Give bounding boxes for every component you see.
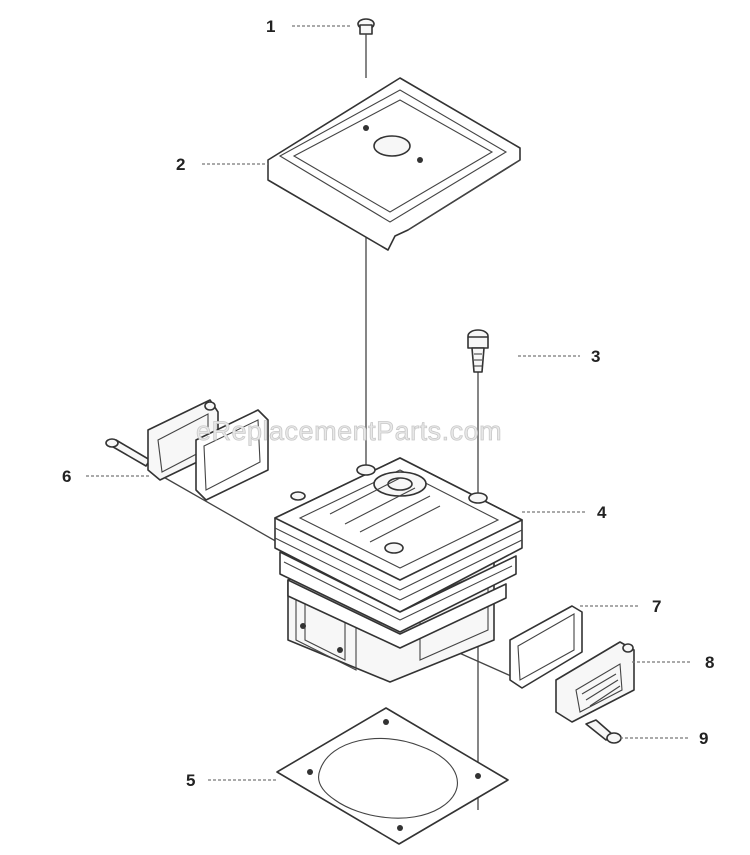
part-7-intake-gasket[interactable]: [509, 605, 583, 689]
leader-lines: [86, 25, 692, 781]
callout-6[interactable]: 6: [62, 467, 71, 486]
part-2-cylinder-cover[interactable]: [267, 77, 521, 251]
part-4-cylinder[interactable]: [274, 457, 523, 683]
part-6-intake-flange[interactable]: [105, 399, 269, 501]
callout-9[interactable]: 9: [699, 729, 708, 748]
callout-8[interactable]: 8: [705, 653, 714, 672]
part-1-screw[interactable]: [357, 18, 375, 78]
callout-5[interactable]: 5: [186, 771, 195, 790]
part-8-intake-manifold[interactable]: [555, 641, 635, 723]
part-3-bolt[interactable]: [467, 329, 489, 373]
callout-2[interactable]: 2: [176, 155, 185, 174]
watermark-text: eReplacementParts.com: [196, 416, 502, 446]
callout-3[interactable]: 3: [591, 347, 600, 366]
callout-1[interactable]: 1: [266, 17, 275, 36]
callout-4[interactable]: 4: [597, 503, 607, 522]
part-9-screw[interactable]: [585, 719, 622, 744]
part-5-base-gasket[interactable]: [276, 707, 509, 845]
callout-7[interactable]: 7: [652, 597, 661, 616]
